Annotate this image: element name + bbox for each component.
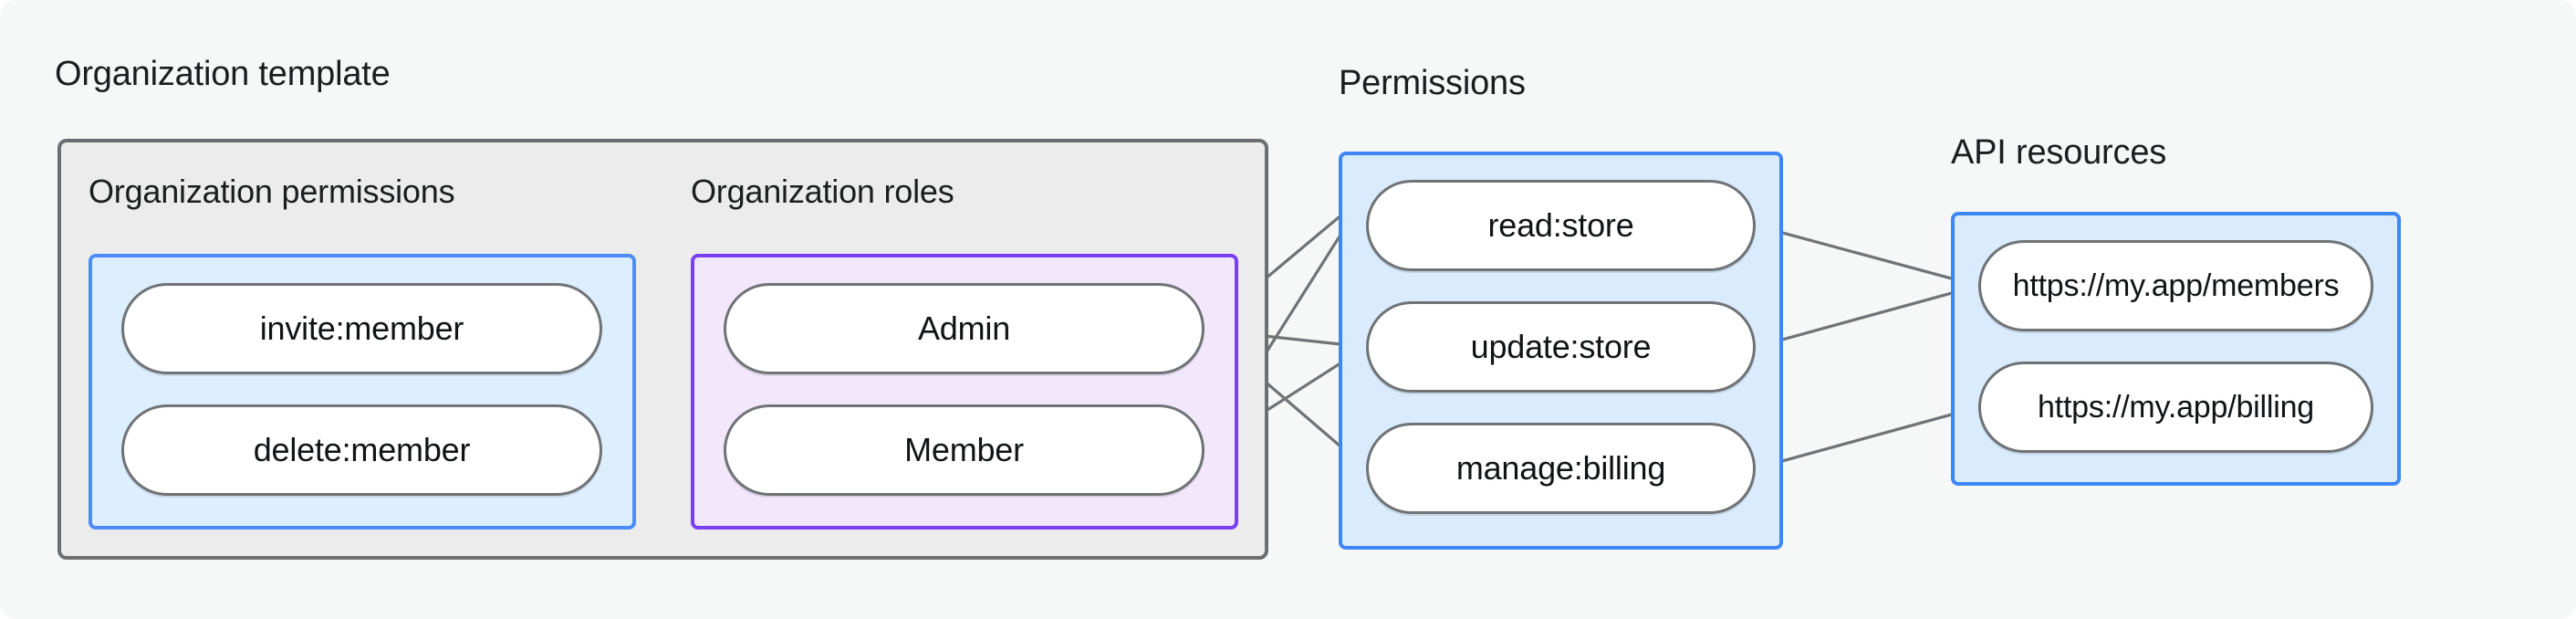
node-read-store[interactable]: read:store — [1366, 180, 1756, 271]
node-update-store[interactable]: update:store — [1366, 301, 1756, 393]
group-title-organization-permissions: Organization permissions — [89, 173, 455, 210]
node-manage-billing[interactable]: manage:billing — [1366, 423, 1756, 514]
node-role-member[interactable]: Member — [724, 404, 1205, 496]
node-api-resource-billing[interactable]: https://my.app/billing — [1978, 362, 2373, 453]
edge-update-store-to-res-members — [1755, 284, 1979, 349]
group-title-api-resources: API resources — [1951, 133, 2167, 172]
group-title-organization-roles: Organization roles — [691, 173, 954, 210]
node-delete-member[interactable]: delete:member — [121, 404, 602, 496]
group-title-permissions: Permissions — [1339, 64, 1526, 102]
node-invite-member[interactable]: invite:member — [121, 283, 602, 374]
node-role-admin[interactable]: Admin — [724, 283, 1205, 374]
edge-manage-billing-to-res-billing — [1755, 405, 1979, 470]
node-api-resource-members[interactable]: https://my.app/members — [1978, 240, 2373, 331]
group-title-organization-template: Organization template — [55, 55, 391, 93]
edge-read-store-to-res-members — [1755, 224, 1979, 288]
